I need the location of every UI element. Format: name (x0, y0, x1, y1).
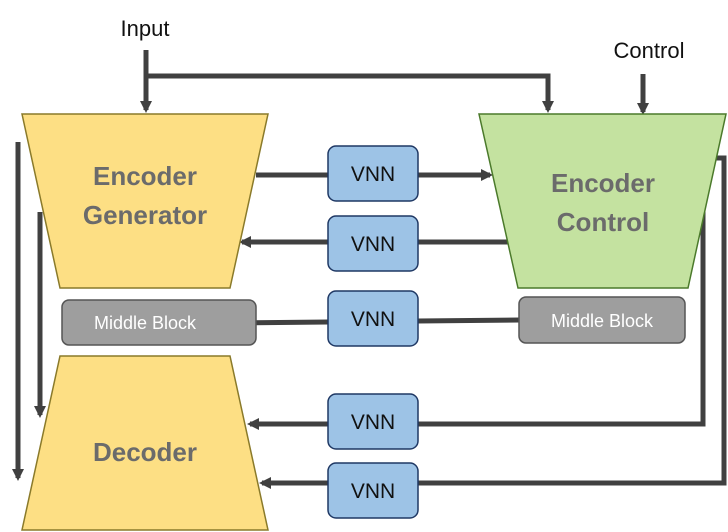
vnn-label-3: VNN (351, 308, 395, 331)
decoder-block: Decoder (21, 355, 269, 531)
control-to-vnn5-line (418, 155, 727, 486)
encoder-generator-shape (21, 113, 269, 289)
middle-block-left-shape (61, 299, 257, 346)
middle-block-left: Middle Block (61, 299, 257, 346)
midright-to-vnn3-line (417, 317, 521, 324)
vnn-block-1: VNN (327, 145, 419, 202)
control-label: Control (614, 38, 685, 63)
vnn-block-4: VNN (327, 393, 419, 450)
vnn-block-5: VNN (327, 462, 419, 519)
input-label: Input (121, 16, 170, 41)
vnn-label-2: VNN (351, 233, 395, 256)
connectors (12, 50, 727, 489)
encoder-generator-block: Encoder Generator (21, 113, 269, 289)
vnn-box-4 (327, 393, 419, 450)
encoder-control-label-line2: Control (557, 207, 649, 237)
vnn-label-1: VNN (351, 163, 395, 186)
decoder-shape (21, 355, 269, 531)
middle-block-right-label: Middle Block (551, 311, 654, 331)
middle-block-left-label: Middle Block (94, 313, 197, 333)
vnn-block-2: VNN (327, 215, 419, 272)
encoder-control-label-line1: Encoder (551, 168, 655, 198)
control-to-vnn4-line (418, 190, 706, 427)
middle-block-right: Middle Block (518, 296, 686, 344)
vnn-label-4: VNN (351, 411, 395, 434)
encoder-generator-label-line2: Generator (83, 200, 207, 230)
vnn-label-5: VNN (351, 480, 395, 503)
vnn-box-3 (327, 290, 419, 347)
vnn-box-2 (327, 215, 419, 272)
decoder-label: Decoder (93, 437, 197, 467)
vnn-box-5 (327, 462, 419, 519)
input-to-control-arrow (146, 73, 554, 113)
encoder-generator-label-line1: Encoder (93, 161, 197, 191)
encoder-control-block: Encoder Control (478, 113, 727, 289)
encoder-control-shape (478, 113, 727, 289)
vnn-box-1 (327, 145, 419, 202)
middle-block-right-shape (518, 296, 686, 344)
vnn-block-3: VNN (327, 290, 419, 347)
